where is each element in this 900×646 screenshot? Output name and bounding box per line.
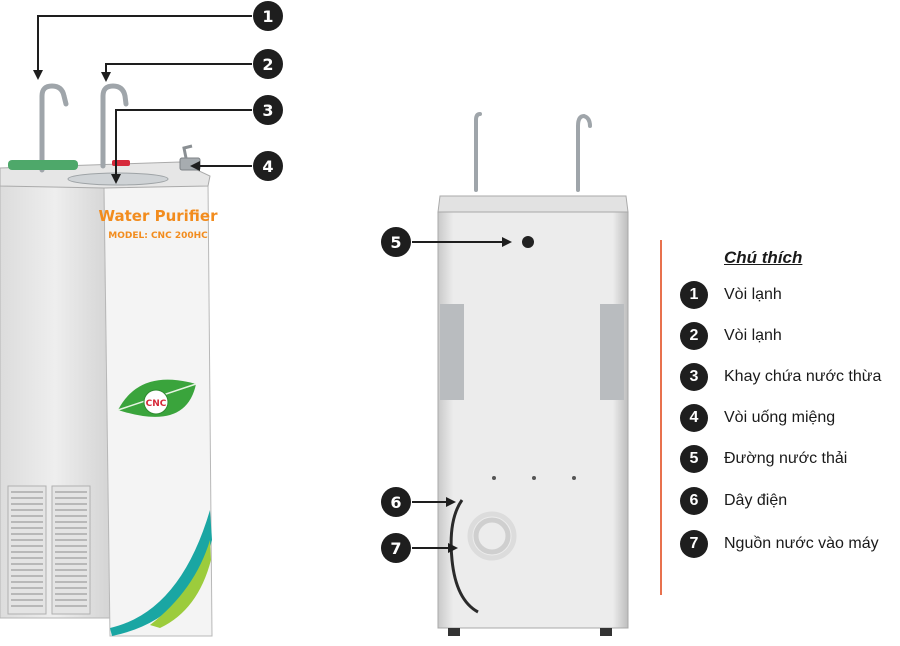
back-unit-strip-right	[600, 304, 624, 400]
legend-label: Đường nước thải	[724, 450, 847, 468]
callout-number: 4	[262, 157, 273, 176]
legend-item-4: 4 Vòi uống miệng	[680, 403, 835, 433]
cold-tap-2-icon	[103, 86, 126, 166]
legend-badge: 6	[680, 487, 708, 515]
hot-indicator	[112, 160, 130, 166]
screw-hole	[532, 476, 536, 480]
legend-item-1: 1 Vòi lạnh	[680, 280, 782, 310]
back-unit-top-lid	[438, 196, 628, 212]
screw-hole	[572, 476, 576, 480]
screw-hole	[492, 476, 496, 480]
cold-tap-1-icon	[42, 86, 66, 170]
callout-badge-7: 7	[381, 533, 411, 563]
legend-badge: 4	[680, 404, 708, 432]
back-unit-foot-right	[600, 628, 612, 636]
callout-line-2	[106, 64, 252, 80]
legend-title: Chú thích	[724, 248, 802, 268]
legend-label: Dây điện	[724, 492, 787, 510]
legend-badge: 3	[680, 363, 708, 391]
legend-item-6: 6 Dây điện	[680, 486, 787, 516]
legend-label: Vòi lạnh	[724, 327, 782, 345]
drip-tray	[68, 173, 168, 185]
legend-label: Vòi uống miệng	[724, 409, 835, 427]
product-title: Water Purifier	[99, 207, 219, 225]
back-unit-body	[438, 212, 628, 628]
callout-number: 6	[390, 493, 401, 512]
model-text: MODEL: CNC 200HC	[108, 231, 208, 241]
legend-badge: 7	[680, 530, 708, 558]
callout-badge-2: 2	[253, 49, 283, 79]
legend-item-7: 7 Nguồn nước vào máy	[680, 529, 879, 559]
callout-badge-4: 4	[253, 151, 283, 181]
legend-badge: 2	[680, 322, 708, 350]
front-unit: Water Purifier MODEL: CNC 200HC CNC	[0, 86, 218, 636]
back-unit	[438, 114, 628, 636]
logo-text: CNC	[146, 399, 167, 409]
back-tap-left-icon	[476, 114, 480, 190]
legend: Chú thích 1 Vòi lạnh 2 Vòi lạnh 3 Khay c…	[660, 240, 900, 595]
legend-item-3: 3 Khay chứa nước thừa	[680, 362, 881, 392]
legend-badge: 5	[680, 445, 708, 473]
callout-badge-1: 1	[253, 1, 283, 31]
callout-badge-5: 5	[381, 227, 411, 257]
legend-badge: 1	[680, 281, 708, 309]
drain-port-icon	[522, 236, 534, 248]
legend-label: Khay chứa nước thừa	[724, 368, 881, 386]
callout-badge-3: 3	[253, 95, 283, 125]
legend-item-2: 2 Vòi lạnh	[680, 321, 782, 351]
callout-number: 2	[262, 55, 273, 74]
legend-item-5: 5 Đường nước thải	[680, 444, 847, 474]
legend-label: Vòi lạnh	[724, 286, 782, 304]
callout-line-1	[38, 16, 252, 78]
back-unit-foot-left	[448, 628, 460, 636]
legend-label: Nguồn nước vào máy	[724, 535, 879, 553]
callout-badge-6: 6	[381, 487, 411, 517]
callout-number: 7	[390, 539, 401, 558]
back-tap-right-icon	[578, 116, 590, 190]
callout-number: 5	[390, 233, 401, 252]
filter-indicator	[8, 160, 78, 170]
back-unit-strip-left	[440, 304, 464, 400]
callout-number: 1	[262, 7, 273, 26]
callout-number: 3	[262, 101, 273, 120]
